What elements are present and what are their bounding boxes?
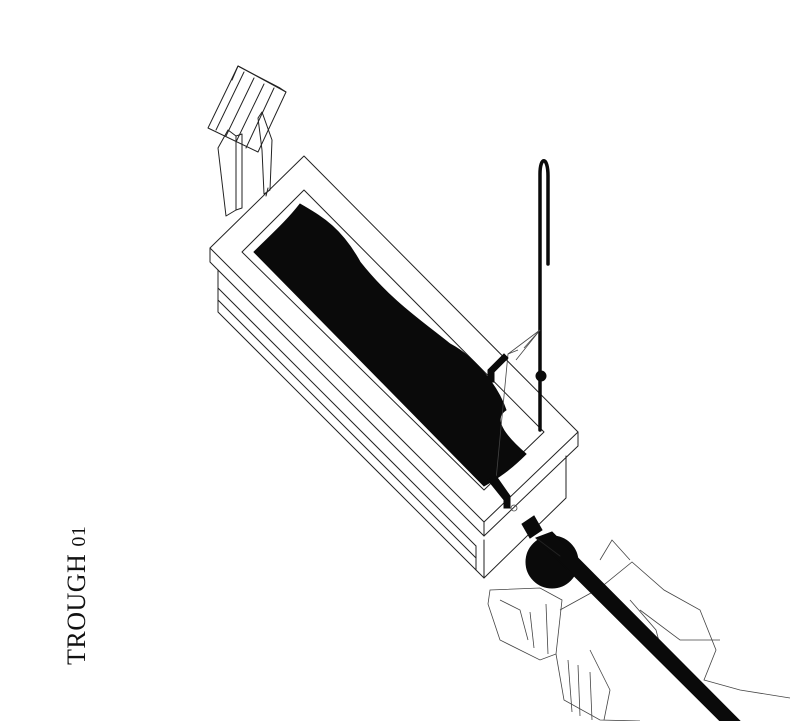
rock-base bbox=[487, 539, 791, 721]
valve-bracket-upper bbox=[487, 353, 509, 383]
title-main: TROUGH bbox=[62, 553, 91, 665]
water bbox=[253, 203, 527, 487]
roof-shelter bbox=[207, 65, 287, 153]
float-valve bbox=[495, 159, 550, 481]
back-post bbox=[217, 111, 273, 217]
outlet-pipe bbox=[521, 515, 741, 721]
valve-bracket-lower bbox=[487, 475, 518, 512]
title-number: 01 bbox=[68, 525, 90, 547]
page-title: TROUGH 01 bbox=[62, 525, 91, 665]
trough-body bbox=[209, 155, 579, 579]
